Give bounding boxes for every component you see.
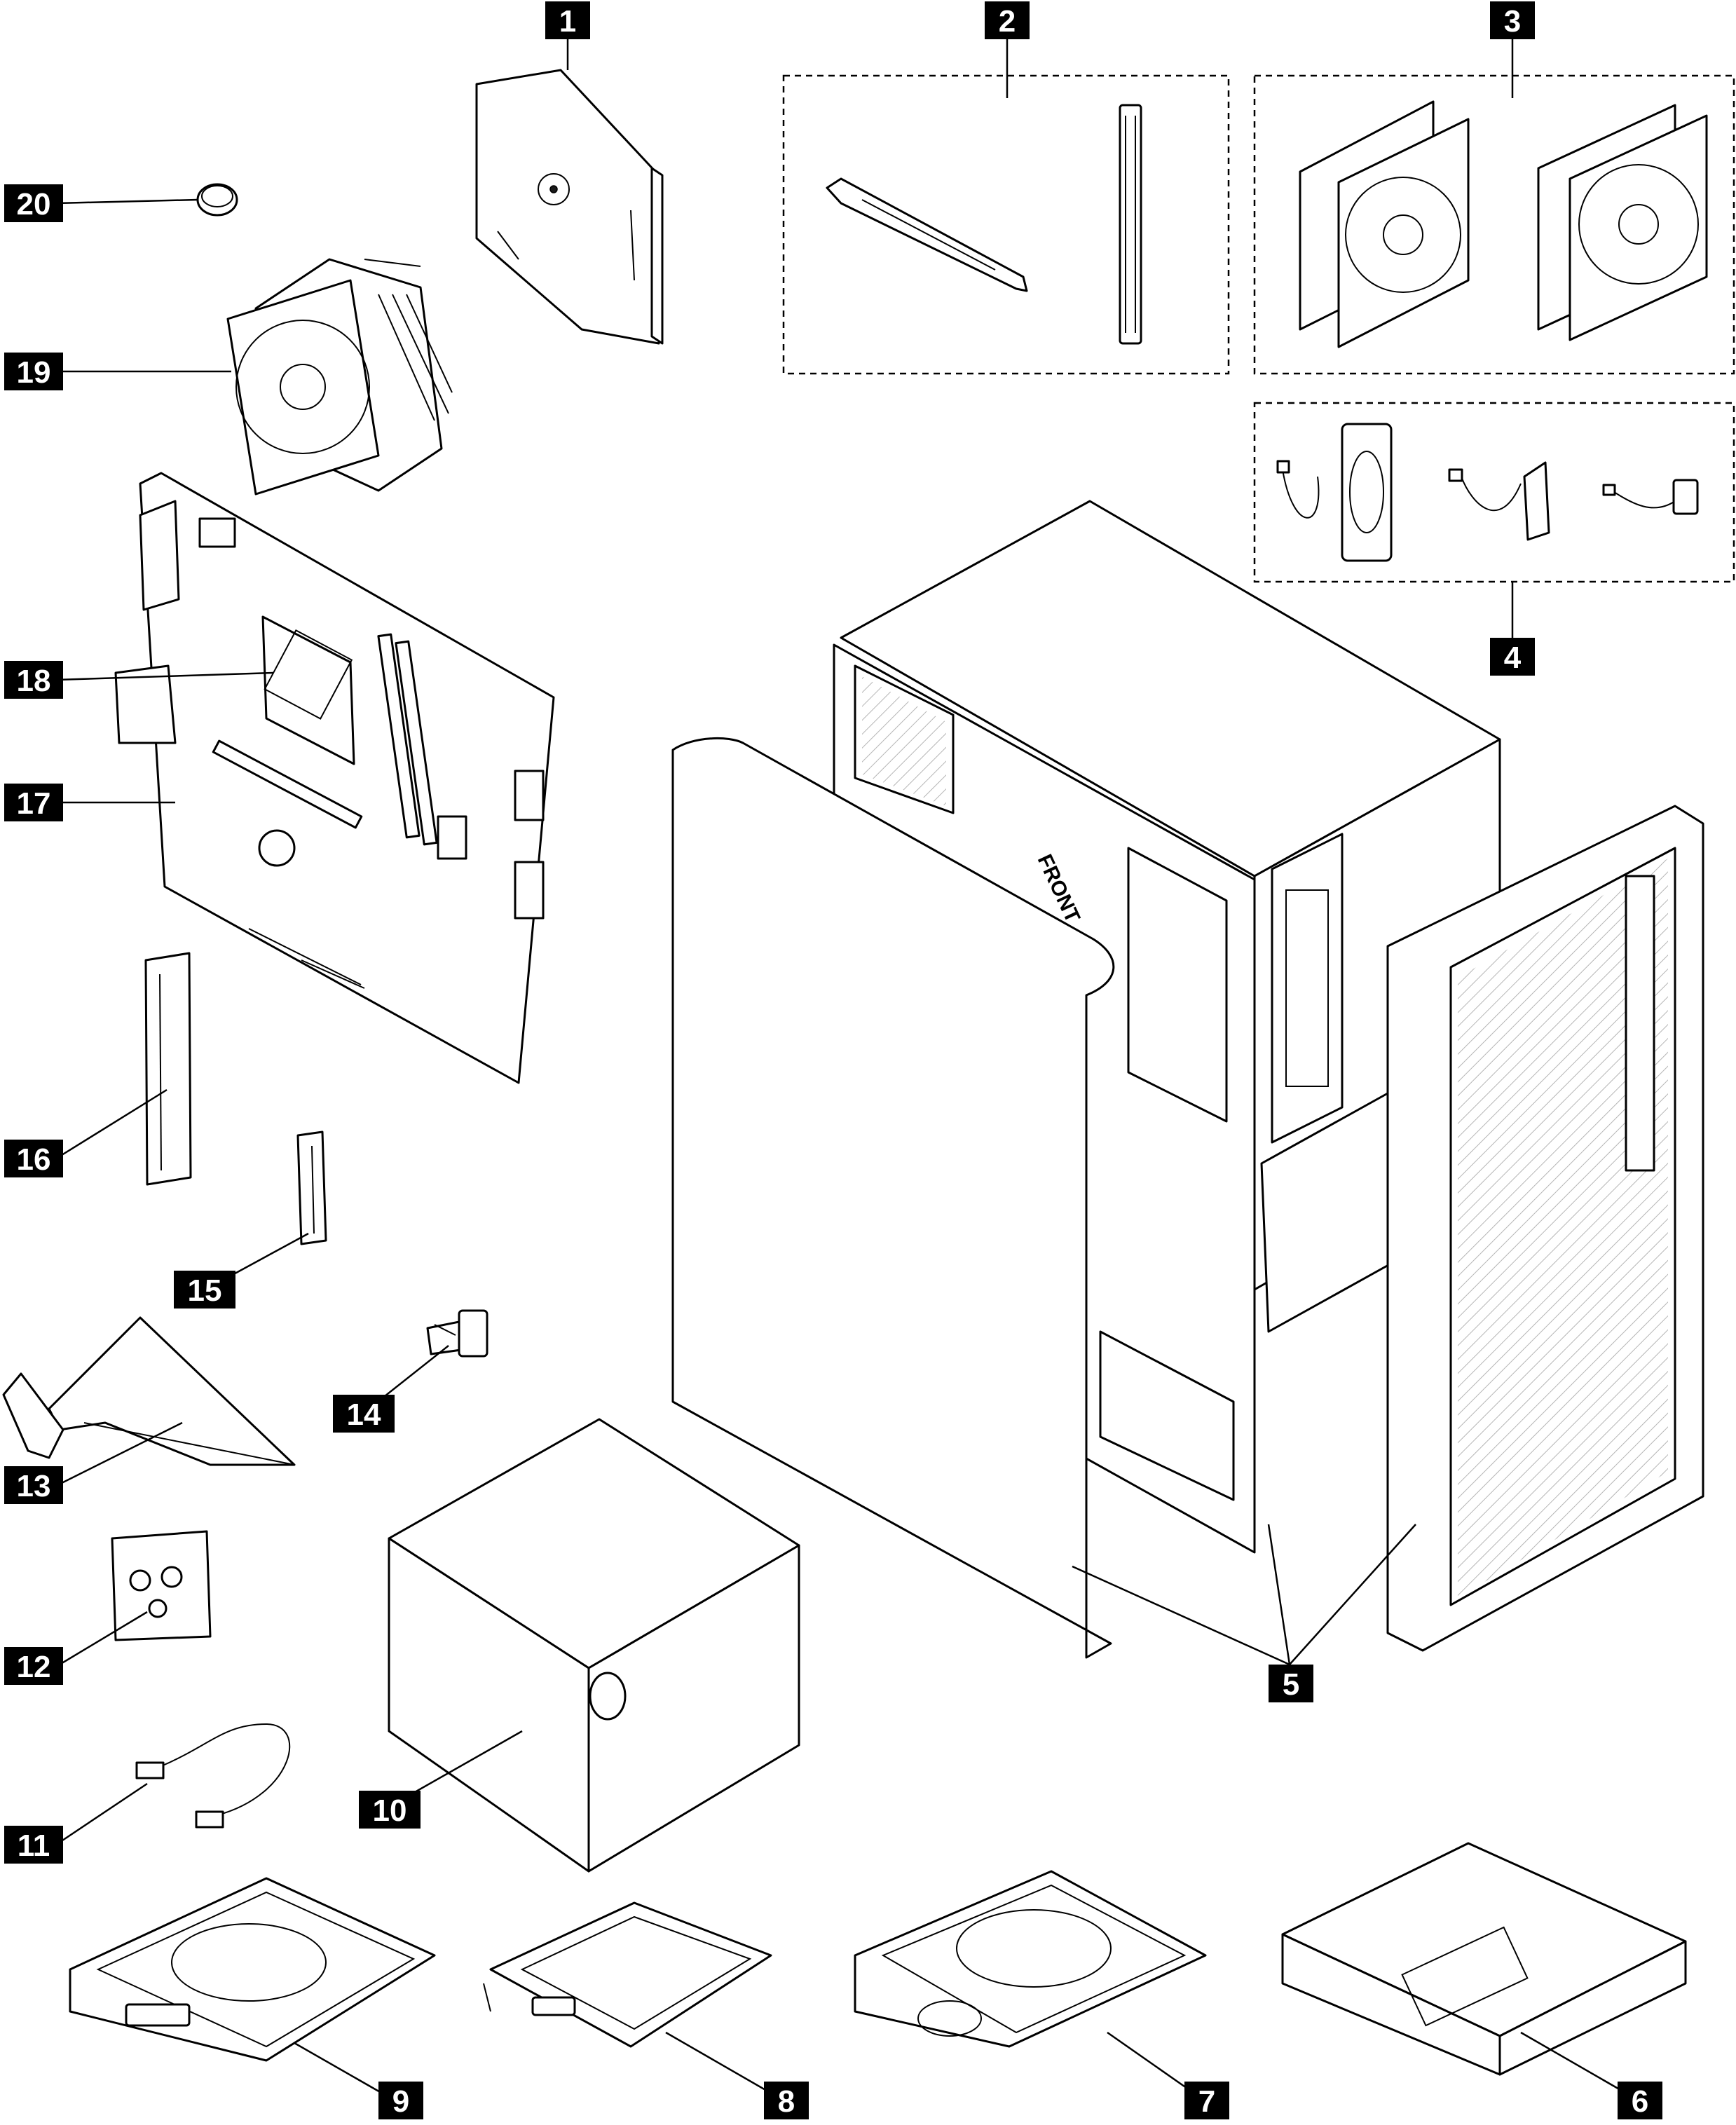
svg-text:3: 3 xyxy=(1504,4,1521,39)
svg-text:7: 7 xyxy=(1198,2084,1215,2119)
svg-text:10: 10 xyxy=(373,1793,407,1828)
callout-7: 7 xyxy=(1184,2082,1229,2119)
drive-tray-8 xyxy=(483,1901,772,2048)
svg-text:13: 13 xyxy=(17,1469,51,1503)
svg-text:12: 12 xyxy=(17,1650,51,1684)
svg-text:14: 14 xyxy=(347,1398,381,1432)
callout-14: 14 xyxy=(333,1395,395,1433)
callout-18: 18 xyxy=(4,661,63,699)
callout-13: 13 xyxy=(4,1466,63,1504)
optical-drive xyxy=(475,69,664,345)
callout-15: 15 xyxy=(174,1271,235,1309)
drive-cage xyxy=(1281,1842,1687,2076)
callout-5: 5 xyxy=(1269,1665,1313,1702)
svg-text:18: 18 xyxy=(17,664,51,698)
svg-text:9: 9 xyxy=(392,2084,409,2119)
system-fan-left xyxy=(1299,100,1470,348)
screw-bag xyxy=(111,1530,212,1641)
callout-6: 6 xyxy=(1618,2082,1662,2119)
pcie-adapter xyxy=(2,1316,296,1466)
callout-12: 12 xyxy=(4,1647,63,1685)
cable xyxy=(135,1723,291,1829)
callout-9: 9 xyxy=(378,2082,423,2119)
svg-text:4: 4 xyxy=(1504,641,1522,675)
svg-text:6: 6 xyxy=(1632,2084,1648,2119)
heat-sink-fan xyxy=(226,258,453,496)
callout-2: 2 xyxy=(985,1,1030,39)
callout-4: 4 xyxy=(1490,638,1535,676)
callout-20: 20 xyxy=(4,184,63,222)
memory-module xyxy=(144,952,192,1186)
svg-text:16: 16 xyxy=(17,1142,51,1177)
callout-17: 17 xyxy=(4,784,63,821)
side-cover xyxy=(671,737,1115,1659)
svg-text:19: 19 xyxy=(17,355,51,390)
front-bezel xyxy=(1386,805,1704,1652)
callout-16: 16 xyxy=(4,1140,63,1177)
system-fan-right xyxy=(1537,104,1708,341)
callout-11: 11 xyxy=(4,1826,63,1864)
coin-battery xyxy=(196,183,238,217)
group-4-speaker-cables xyxy=(1253,402,1735,583)
svg-text:11: 11 xyxy=(18,1829,50,1863)
m2-drive xyxy=(296,1130,327,1245)
svg-text:17: 17 xyxy=(17,786,51,821)
drive-tray-9 xyxy=(69,1877,436,2062)
callout-3: 3 xyxy=(1490,1,1535,39)
svg-text:20: 20 xyxy=(17,187,51,221)
group-2-brackets xyxy=(782,74,1230,375)
svg-text:8: 8 xyxy=(778,2084,795,2119)
intrusion-switch xyxy=(426,1309,488,1358)
svg-text:15: 15 xyxy=(188,1273,222,1308)
callout-10: 10 xyxy=(359,1791,421,1829)
system-board xyxy=(114,472,555,1084)
callout-19: 19 xyxy=(4,353,63,390)
svg-text:5: 5 xyxy=(1283,1667,1299,1702)
svg-text:2: 2 xyxy=(999,4,1016,39)
svg-text:1: 1 xyxy=(559,4,576,39)
group-3-fans xyxy=(1253,74,1735,375)
callout-8: 8 xyxy=(764,2082,809,2119)
power-supply xyxy=(388,1418,800,1873)
callout-1: 1 xyxy=(545,1,590,39)
drive-tray-7 xyxy=(854,1870,1207,2048)
